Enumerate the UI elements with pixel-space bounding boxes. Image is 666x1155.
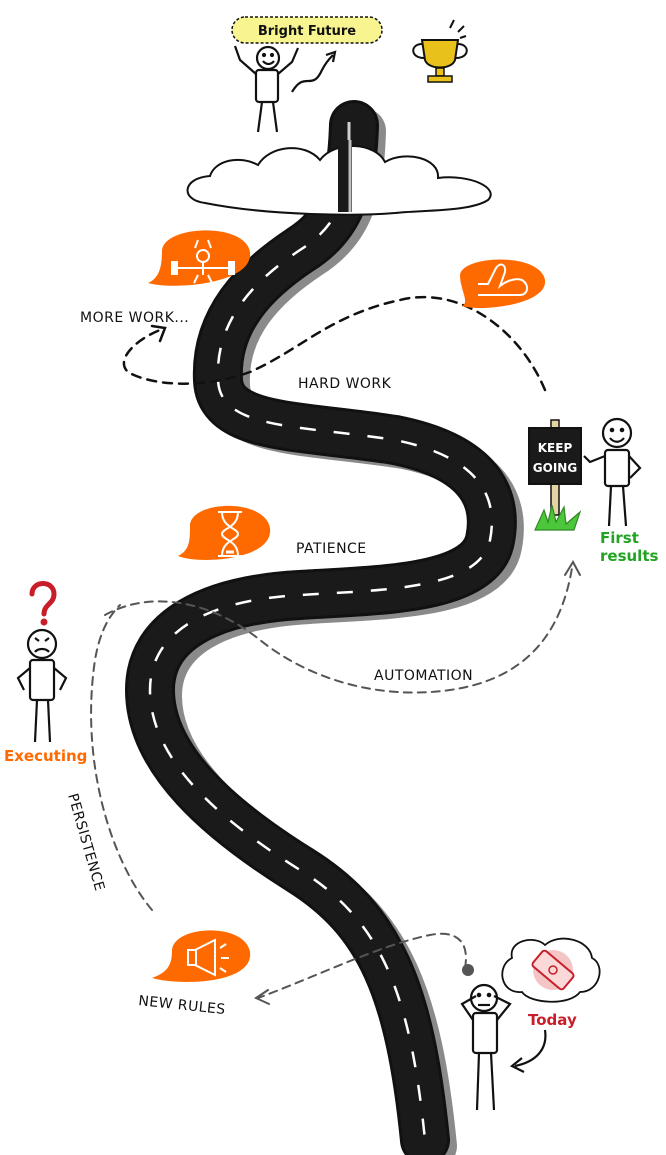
trophy-icon (412, 19, 468, 83)
grass-icon (534, 504, 582, 531)
person-first-results (583, 417, 642, 527)
label-more-work: MORE WORK... (80, 310, 189, 326)
dollar-bill-icon (531, 949, 575, 991)
today-label: Today (528, 1011, 577, 1029)
label-persistence: PERSISTENCE (64, 792, 107, 893)
person-today (460, 983, 512, 1111)
bubble-arm (460, 259, 546, 309)
bright-future-bubble (231, 16, 383, 44)
cloud (186, 140, 492, 216)
path-more-work (122, 295, 547, 392)
dashed-paths (90, 295, 581, 1005)
bright-future-text: Bright Future (258, 24, 356, 39)
megaphone-icon (187, 938, 229, 977)
road-center-line (148, 124, 494, 1141)
today-arrow (514, 1029, 547, 1068)
bubble-hourglass (178, 505, 271, 560)
label-patience: PATIENCE (296, 541, 367, 557)
person-executing (16, 628, 68, 743)
flexed-arm-icon (478, 263, 528, 296)
person-celebrating (233, 45, 300, 133)
label-new-rules: NEW RULES (138, 993, 227, 1018)
bubble-megaphone (152, 930, 251, 982)
label-automation: AUTOMATION (374, 668, 473, 684)
keep-going-sign: KEEP GOING (528, 419, 582, 531)
path-new-rules (257, 932, 467, 999)
question-mark-icon (29, 581, 57, 626)
bunny-lifting-icon (171, 239, 235, 284)
bright-future-group: Bright Future (231, 16, 383, 133)
sign-line-1: KEEP (538, 441, 573, 455)
path-automation (104, 567, 573, 694)
first-results-line-2: results (600, 547, 658, 565)
first-results-line-1: First (600, 529, 639, 547)
executing-label: Executing (4, 747, 87, 765)
thought-bubble (462, 937, 601, 1003)
label-hard-work: HARD WORK (298, 376, 392, 392)
swoosh-arrow (291, 54, 334, 93)
hourglass-icon (218, 511, 242, 557)
path-persistence (90, 604, 153, 911)
bubble-bunny (148, 230, 251, 286)
sign-line-2: GOING (533, 461, 577, 475)
